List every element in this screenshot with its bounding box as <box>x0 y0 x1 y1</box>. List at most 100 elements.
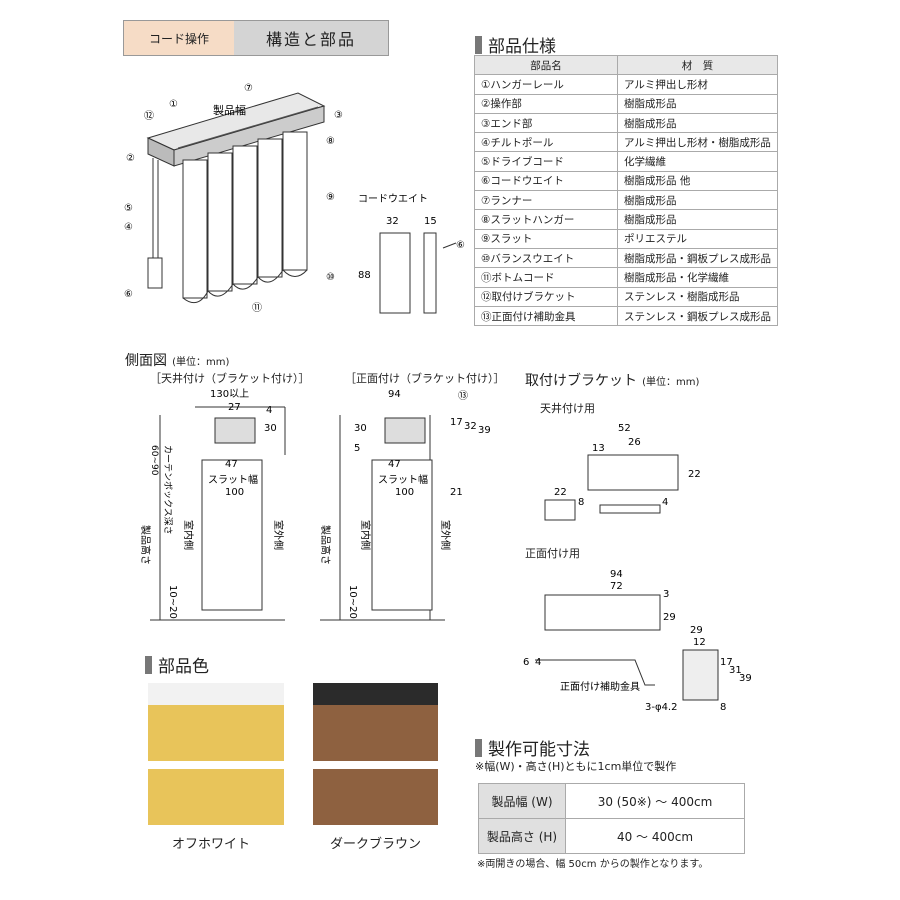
table-row: ⑧スラットハンガー樹脂成形品 <box>474 209 778 230</box>
callout-6: ⑥ <box>124 289 133 300</box>
fv-d47: 47 <box>388 459 401 470</box>
part-name-cell: ⑬正面付け補助金具 <box>474 305 618 327</box>
part-material-cell: 樹脂成形品・化学繊維 <box>617 267 778 288</box>
callout-11: ⑪ <box>252 302 262 314</box>
bracket-header: 取付けブラケット (単位：mm) <box>525 370 699 390</box>
part-material-cell: 樹脂成形品・鋼板プレス成形品 <box>617 247 778 269</box>
bracket-front-label: 正面付け用 <box>525 547 580 560</box>
part-name-cell: ⑦ランナー <box>474 190 618 211</box>
table-row: ③エンド部樹脂成形品 <box>474 112 778 134</box>
fv-indoor: 室内側 <box>359 520 372 550</box>
color-name-darkbrown: ダークブラウン <box>330 837 422 852</box>
table-row: ②操作部樹脂成形品 <box>474 93 778 114</box>
cw-depth: 15 <box>424 216 437 227</box>
sizes-title: 製作可能寸法 <box>475 735 590 760</box>
section-bar-icon <box>145 655 152 674</box>
cw-height: 88 <box>358 270 371 281</box>
tab-cord-operation[interactable]: コード操作 <box>124 21 234 55</box>
callout-5: ⑤ <box>124 203 133 214</box>
fv-d30: 30 <box>354 423 367 434</box>
bc-d52: 52 <box>618 423 631 434</box>
part-name-cell: ⑩バランスウエイト <box>474 247 618 269</box>
parts-spec-title-text: 部品仕様 <box>488 37 556 57</box>
sv-d4: 4 <box>266 405 272 416</box>
cord-weight-label: コードウエイト <box>358 193 428 205</box>
tab-structure-parts[interactable]: 構造と部品 <box>234 21 388 55</box>
header-material: 材 質 <box>617 54 778 76</box>
part-material-cell: ポリエステル <box>617 228 778 249</box>
ceiling-mount-label: ［天井付け（ブラケット付け）］ <box>150 372 310 385</box>
part-material-cell: 樹脂成形品 <box>617 112 778 134</box>
sv-d47: 47 <box>225 459 238 470</box>
structure-diagram: 製品幅 ① ② ③ ④ ⑤ ⑥ ⑦ ⑧ ⑨ ⑩ ⑪ ⑫ コードウエイト 32 1… <box>124 83 465 314</box>
bc-d22: 22 <box>688 469 701 480</box>
table-row: ⑫取付けブラケットステンレス・樹脂成形品 <box>474 286 778 307</box>
bc-d13: 13 <box>592 443 605 454</box>
callout-12: ⑫ <box>144 110 154 122</box>
height-label: 製品高さ (H) <box>478 818 566 854</box>
bc-d22b: 22 <box>554 487 567 498</box>
callout-10: ⑩ <box>326 272 335 283</box>
section-bar-icon <box>475 738 482 757</box>
sizes-table: 製品幅 (W) 30 (50※) 〜 400cm 製品高さ (H) 40 〜 4… <box>478 783 745 854</box>
bf-d17: 17 <box>720 657 733 668</box>
part-material-cell: 化学繊維 <box>617 151 778 172</box>
fv-d100: 100 <box>395 487 414 498</box>
table-row: ⑥コードウエイト樹脂成形品 他 <box>474 170 778 192</box>
sv-d130: 130以上 <box>210 388 249 400</box>
table-row: ⑩バランスウエイト樹脂成形品・鋼板プレス成形品 <box>474 247 778 269</box>
product-width-label: 製品幅 <box>213 103 246 117</box>
bc-d8: 8 <box>578 497 584 508</box>
sizes-footnote: ※両開きの場合、幅 50cm からの製作となります。 <box>477 859 709 870</box>
callout-9: ⑨ <box>326 192 335 203</box>
part-name-cell: ⑤ドライブコード <box>474 151 618 172</box>
bf-d72: 72 <box>610 581 623 592</box>
cw-callout-6: ⑥ <box>456 240 465 251</box>
bc-d4: 4 <box>662 497 668 508</box>
part-material-cell: ステンレス・鋼板プレス成形品 <box>617 305 778 327</box>
callout-4: ④ <box>124 222 133 233</box>
part-material-cell: ステンレス・樹脂成形品 <box>617 286 778 307</box>
swatch-offwhite <box>148 683 284 825</box>
bf-d39: 39 <box>739 673 752 684</box>
sv-bottom-gap: 10~20 <box>167 585 178 619</box>
sv-box-depth: カーテンボックス深さ <box>162 445 173 535</box>
fv-d94: 94 <box>388 389 401 400</box>
fv-d32: 32 <box>464 421 477 432</box>
fv-callout-13: ⑬ <box>458 390 468 402</box>
part-material-cell: 樹脂成形品 <box>617 190 778 211</box>
callout-7: ⑦ <box>244 83 253 94</box>
sv-slat-width: スラット幅 <box>208 473 258 486</box>
swatch-darkbrown <box>313 683 438 825</box>
fv-slat-width: スラット幅 <box>378 473 428 486</box>
part-name-cell: ⑪ボトムコード <box>474 267 618 288</box>
bf-d29: 29 <box>663 612 676 623</box>
sv-outdoor: 室外側 <box>272 520 285 550</box>
table-row: ⑨スラットポリエステル <box>474 228 778 249</box>
fv-bottom-gap: 10~20 <box>347 585 358 619</box>
fv-product-height: 製品高さ <box>319 525 332 565</box>
sv-d30: 30 <box>264 423 277 434</box>
table-row: ⑦ランナー樹脂成形品 <box>474 190 778 211</box>
bf-d8: 8 <box>720 702 726 713</box>
part-name-cell: ⑨スラット <box>474 228 618 249</box>
part-name-cell: ③エンド部 <box>474 112 618 134</box>
part-name-cell: ②操作部 <box>474 93 618 114</box>
sv-d27: 27 <box>228 402 241 413</box>
header-part-name: 部品名 <box>474 54 618 76</box>
bf-d6: 6 <box>523 657 529 668</box>
part-material-cell: アルミ押出し形材 <box>617 74 778 95</box>
bf-d94: 94 <box>610 569 623 580</box>
part-name-cell: ⑫取付けブラケット <box>474 286 618 307</box>
part-material-cell: アルミ押出し形材・樹脂成形品 <box>617 132 778 153</box>
side-view-unit: (単位：mm) <box>172 357 230 368</box>
bf-d3: 3 <box>663 589 669 600</box>
part-material-cell: 樹脂成形品 他 <box>617 170 778 192</box>
bracket-ceiling-diagram: 52 13 26 22 22 8 4 <box>544 423 701 521</box>
fv-d21: 21 <box>450 487 463 498</box>
sv-d100: 100 <box>225 487 244 498</box>
width-label: 製品幅 (W) <box>478 783 566 819</box>
width-value: 30 (50※) 〜 400cm <box>565 783 745 819</box>
table-row: ⑬正面付け補助金具ステンレス・鋼板プレス成形品 <box>474 305 778 327</box>
bracket-unit: (単位：mm) <box>642 377 700 388</box>
